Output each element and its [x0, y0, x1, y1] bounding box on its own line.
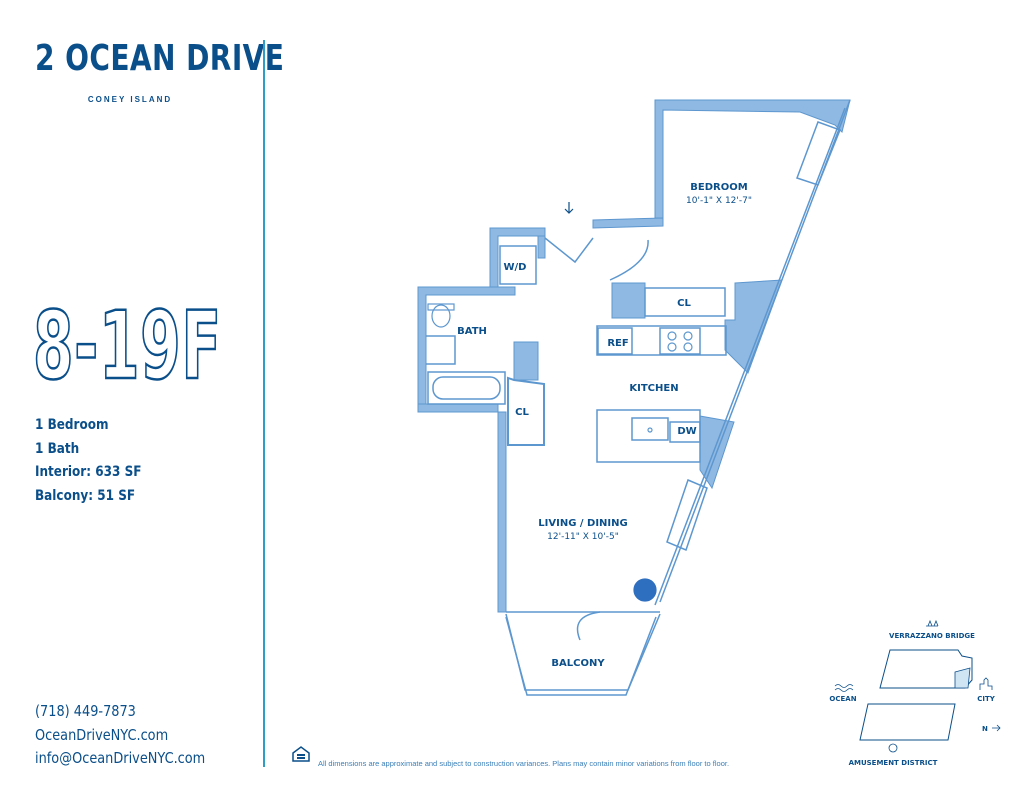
dw-label: DW: [677, 426, 696, 437]
locator-map: VERRAZZANO BRIDGE OCEAN CITY N AMUSEMENT…: [829, 619, 1001, 767]
ref-label: REF: [607, 338, 628, 349]
bedroom-closet-label: CL: [677, 298, 691, 309]
balcony-outline-inner: [505, 616, 657, 696]
living-dimensions: 12'-11" X 10'-5": [547, 532, 619, 542]
cooktop: [659, 327, 701, 355]
toilet-icon: [431, 304, 451, 328]
unit-highlight: [954, 667, 971, 689]
spec-bedrooms: 1 Bedroom: [35, 417, 109, 433]
burner-icon: [683, 342, 693, 352]
living-label: LIVING / DINING: [538, 518, 627, 529]
disclaimer-text: All dimensions are approximate and subje…: [318, 759, 730, 768]
amusement-footprint: [859, 703, 956, 741]
kitchen-label: KITCHEN: [629, 383, 678, 394]
burner-icon: [667, 331, 677, 341]
balcony-door-swing: [576, 611, 601, 641]
ferris-wheel-icon: [888, 743, 898, 753]
brand-subtitle: CONEY ISLAND: [87, 95, 173, 104]
bedroom-label: BEDROOM: [690, 182, 747, 193]
ocean-label: OCEAN: [829, 695, 856, 703]
living-wall-west: [497, 411, 507, 613]
closet-wall-left: [611, 282, 646, 319]
bedroom-closet: [644, 287, 726, 317]
living-closet-mass: [513, 341, 539, 381]
unit-name: 8-19F: [32, 292, 222, 401]
north-arrow-icon: [992, 724, 1001, 732]
city-skyline-icon: [979, 677, 993, 690]
bathtub-inner: [432, 376, 501, 400]
city-label: CITY: [977, 695, 996, 703]
entry-door-swing: [544, 237, 594, 264]
dishwasher-box: [669, 421, 701, 443]
balcony-outline: [505, 613, 661, 691]
burner-icon: [667, 342, 677, 352]
contact-phone[interactable]: (718) 449-7873: [35, 702, 136, 720]
entry-arrow-icon: [564, 202, 574, 214]
burner-icon: [683, 331, 693, 341]
north-label: N: [982, 725, 988, 733]
bathtub: [427, 371, 506, 405]
facade-line-inner: [654, 107, 846, 606]
living-closet-label: CL: [515, 407, 529, 418]
balcony-label: BALCONY: [551, 658, 605, 669]
spec-baths: 1 Bath: [35, 440, 80, 457]
bath-wall-bottom: [417, 403, 499, 413]
sink-drain-icon: [647, 427, 653, 433]
bedroom-dimensions: 10'-1" X 12'-7": [686, 196, 752, 206]
ocean-waves-icon: [834, 684, 854, 692]
washer-dryer-box: [499, 245, 537, 285]
verrazzano-label: VERRAZZANO BRIDGE: [889, 632, 975, 640]
contact-email[interactable]: info@OceanDriveNYC.com: [35, 749, 206, 767]
spec-balcony: Balcony: 51 SF: [35, 487, 136, 504]
equal-housing-icon: [292, 746, 310, 762]
unit-specs: 1 Bedroom 1 Bath Interior: 633 SF Balcon…: [35, 414, 159, 508]
bedroom-window: [796, 121, 841, 186]
bedroom-wall-top: [654, 99, 851, 219]
wd-wall-side: [537, 235, 546, 259]
kitchen-counter: [596, 325, 727, 356]
bath-label: BATH: [457, 326, 487, 337]
spec-interior: Interior: 633 SF: [35, 464, 142, 480]
bath-vanity: [426, 335, 456, 365]
bridge-icon: [926, 619, 939, 627]
kitchen-sink: [631, 417, 669, 441]
fixtures: [427, 202, 693, 602]
living-closet-outline: [507, 376, 545, 446]
bedroom-wall-south: [592, 217, 664, 229]
toilet-tank-icon: [427, 303, 455, 311]
refrigerator-box: [597, 327, 633, 355]
building-footprint: [879, 649, 973, 689]
living-window: [666, 478, 708, 552]
bedroom-door-swing: [609, 239, 649, 281]
walls: [417, 99, 851, 613]
vertical-divider: [263, 40, 265, 767]
contact-info: (718) 449-7873 OceanDriveNYC.com info@Oc…: [35, 700, 233, 771]
wd-label: W/D: [504, 262, 527, 273]
plan-outlines: [426, 99, 851, 696]
kitchen-island: [596, 409, 701, 463]
column-icon: [633, 578, 657, 602]
amusement-label: AMUSEMENT DISTRICT: [849, 759, 938, 767]
contact-website[interactable]: OceanDriveNYC.com: [35, 725, 169, 744]
